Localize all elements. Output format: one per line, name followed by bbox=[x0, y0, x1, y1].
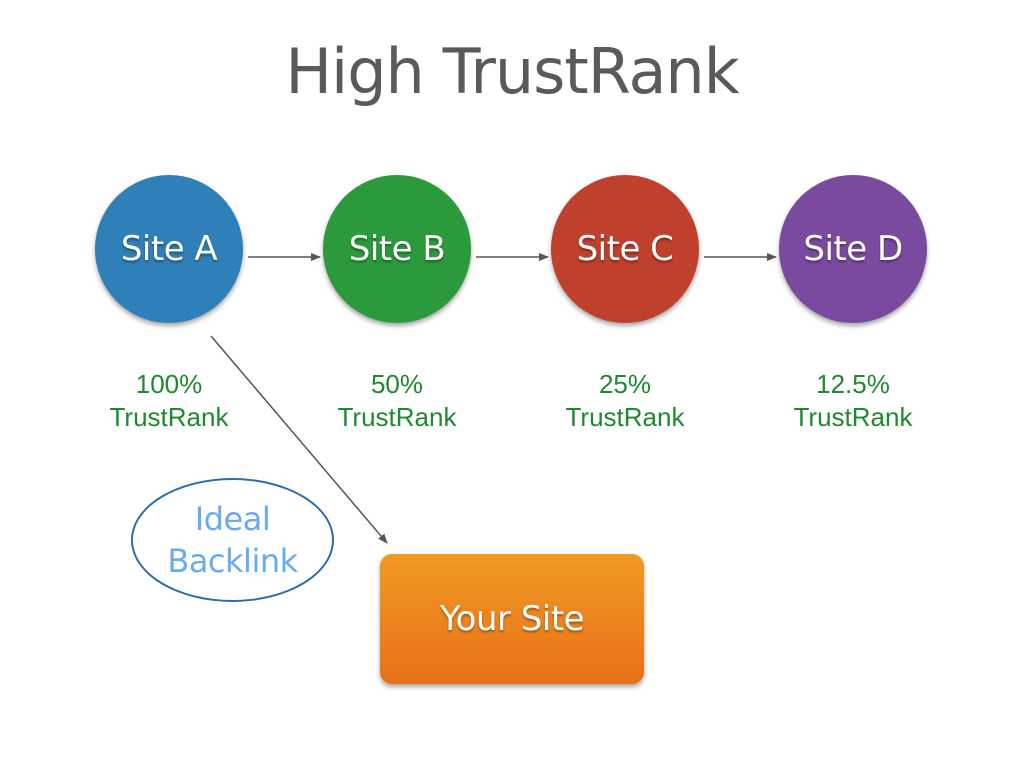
node-site-a: Site A bbox=[95, 175, 243, 323]
node-site-b: Site B bbox=[323, 175, 471, 323]
trustrank-caption: TrustRank bbox=[337, 402, 457, 432]
trustrank-value: 100% bbox=[135, 369, 203, 399]
trustrank-value: 12.5% bbox=[816, 369, 890, 399]
callout-line-2: Backlink bbox=[167, 542, 298, 580]
trustrank-label-site-c: 25% TrustRank bbox=[525, 368, 725, 434]
trustrank-label-site-a: 100% TrustRank bbox=[69, 368, 269, 434]
trustrank-caption: TrustRank bbox=[565, 402, 685, 432]
trustrank-value: 25% bbox=[598, 369, 652, 399]
your-site-box: Your Site bbox=[380, 554, 644, 684]
diagram-title: High TrustRank bbox=[285, 35, 739, 108]
trustrank-label-site-b: 50% TrustRank bbox=[297, 368, 497, 434]
trustrank-caption: TrustRank bbox=[109, 402, 229, 432]
callout-line-1: Ideal bbox=[194, 500, 271, 538]
trustrank-value: 50% bbox=[370, 369, 424, 399]
node-site-c: Site C bbox=[551, 175, 699, 323]
node-site-d: Site D bbox=[779, 175, 927, 323]
trustrank-caption: TrustRank bbox=[793, 402, 913, 432]
ideal-backlink-callout: Ideal Backlink bbox=[131, 478, 334, 602]
trustrank-label-site-d: 12.5% TrustRank bbox=[753, 368, 953, 434]
